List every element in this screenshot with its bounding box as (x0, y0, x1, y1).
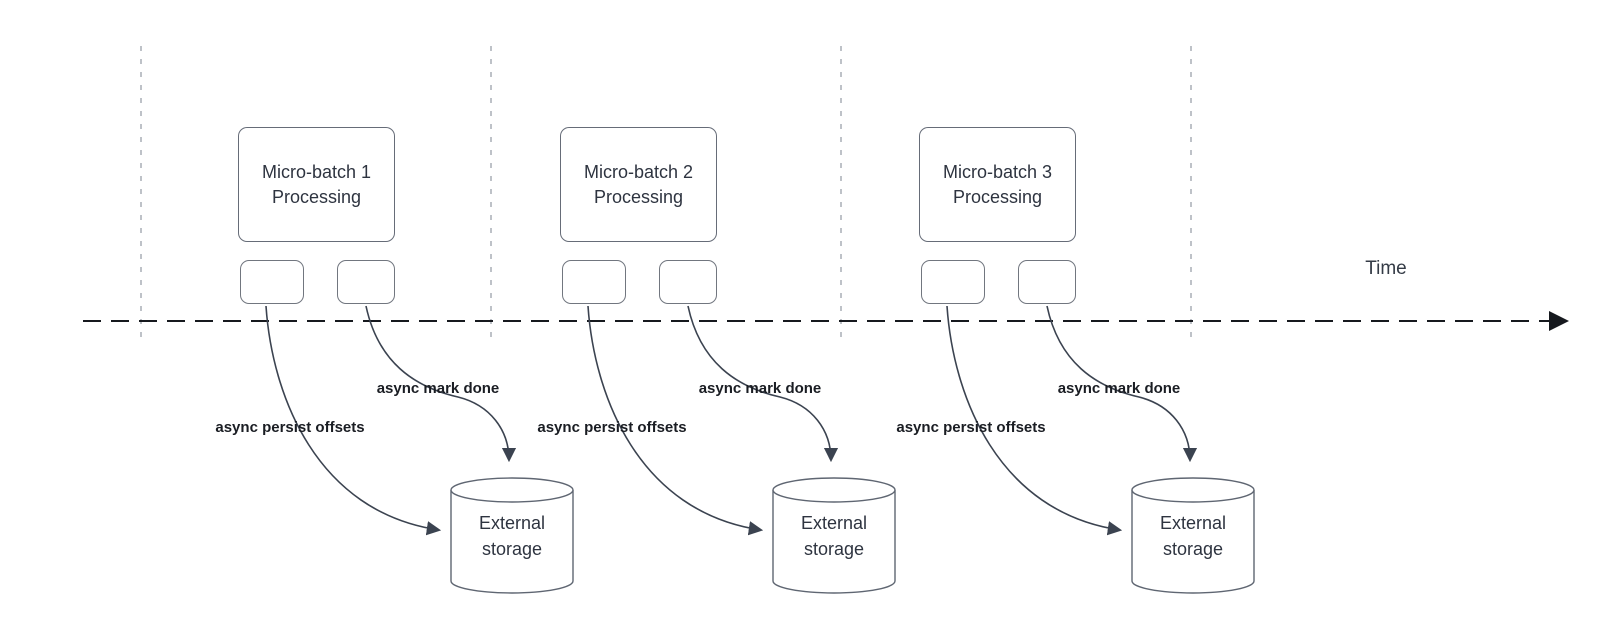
storage-cylinder-top (772, 477, 896, 503)
mark-done-arrow (365, 305, 517, 463)
storage-cylinder-top (450, 477, 574, 503)
storage-cylinder-top (1131, 477, 1255, 503)
persist-offsets-arrow (587, 305, 764, 536)
storage-cylinder-body (1131, 490, 1255, 594)
storage-cylinder-body (772, 490, 896, 594)
persist-offsets-arrow (265, 305, 442, 536)
storage-cylinder-body (450, 490, 574, 594)
time-axis-label: Time (1365, 258, 1407, 279)
mark-done-arrow (687, 305, 839, 463)
persist-offsets-arrow (946, 305, 1123, 536)
mark-done-arrow (1046, 305, 1198, 463)
